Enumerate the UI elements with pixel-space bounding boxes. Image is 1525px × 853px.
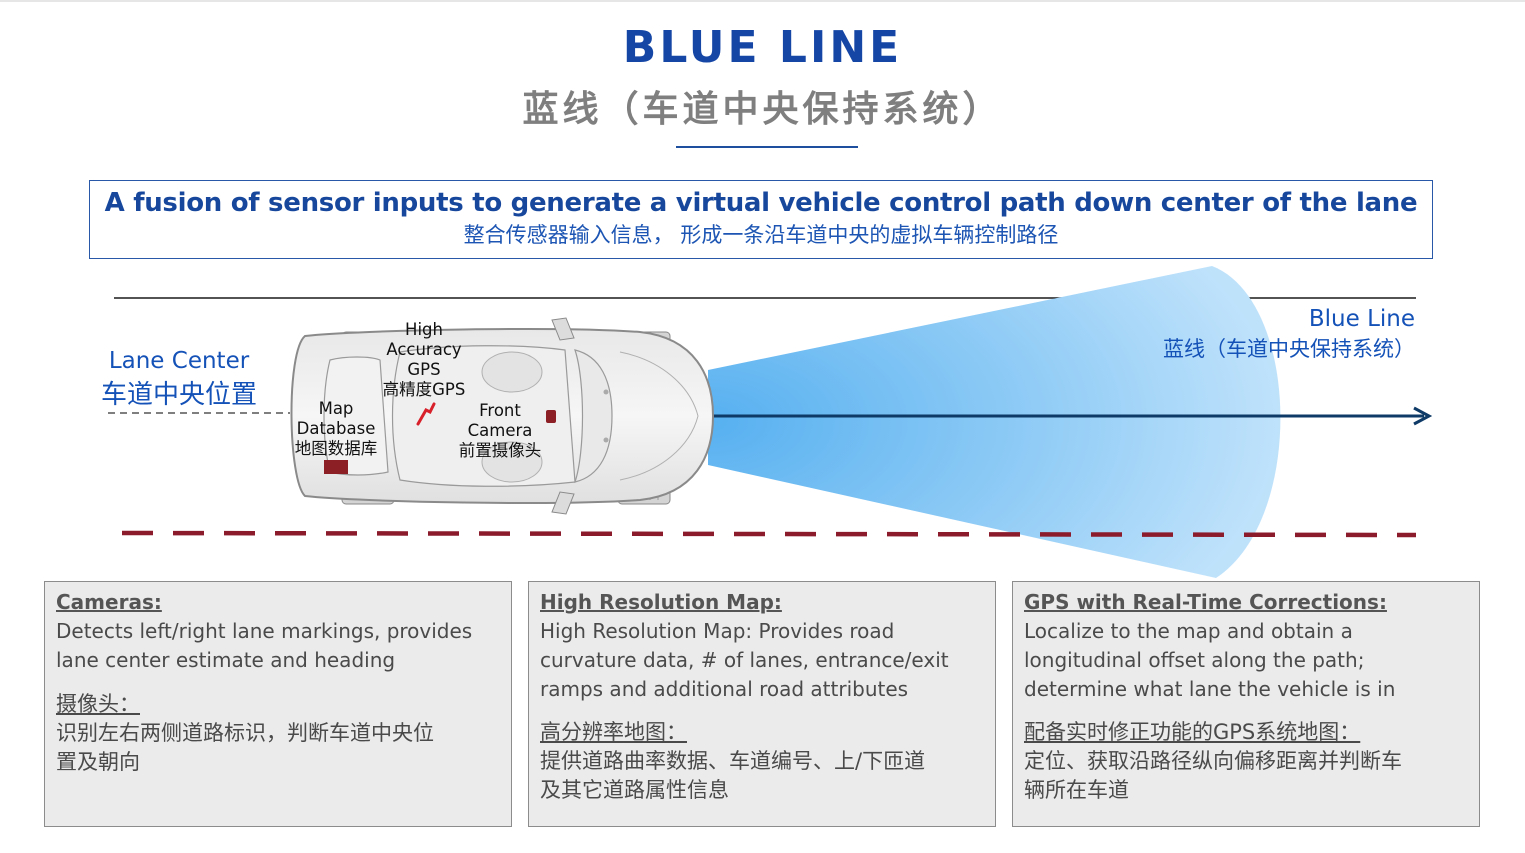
box-heading: High Resolution Map: (540, 590, 782, 614)
box-body-line: lane center estimate and heading (56, 648, 396, 672)
map-database-chip-icon (324, 460, 348, 474)
box-body-cn-line: 定位、获取沿路径纵向偏移距离并判断车 (1024, 749, 1402, 773)
box-body-cn-line: 提供道路曲率数据、车道编号、上/下匝道 (540, 749, 926, 773)
front-camera-label: Front Camera 前置摄像头 (458, 401, 542, 460)
page-subtitle: 蓝线（车道中央保持系统） (522, 89, 1003, 130)
page-title: BLUE LINE (622, 22, 903, 73)
box-heading: GPS with Real-Time Corrections: (1024, 590, 1387, 614)
hd-map-info-box: High Resolution Map: High Resolution Map… (528, 581, 996, 827)
lane-center-label: Lane Center (108, 348, 250, 374)
gps-label: High Accuracy GPS 高精度GPS (382, 320, 466, 399)
box-heading-cn: 摄像头： (56, 692, 140, 716)
box-body-cn-line: 辆所在车道 (1024, 778, 1129, 802)
gps-info-box: GPS with Real-Time Corrections: Localize… (1012, 581, 1480, 827)
cameras-info-box: Cameras: Detects left/right lane marking… (44, 581, 512, 827)
summary-banner: A fusion of sensor inputs to generate a … (89, 180, 1433, 259)
camera-field-of-view (708, 266, 1281, 578)
gps-antenna-icon (416, 402, 436, 426)
blue-line-label-cn: 蓝线（车道中央保持系统） (1163, 337, 1415, 361)
banner-chinese: 整合传感器输入信息， 形成一条沿车道中央的虚拟车辆控制路径 (463, 223, 1059, 247)
box-body-line: curvature data, # of lanes, entrance/exi… (540, 648, 949, 672)
lane-center-label-cn: 车道中央位置 (100, 380, 257, 410)
box-body-line: Localize to the map and obtain a (1024, 619, 1353, 643)
arrow-head-icon (1413, 406, 1433, 426)
banner-english: A fusion of sensor inputs to generate a … (104, 188, 1418, 218)
map-database-label: Map Database 地图数据库 (294, 399, 378, 458)
box-heading: Cameras: (56, 590, 162, 614)
box-body-line: Detects left/right lane markings, provid… (56, 619, 473, 643)
box-body-line: High Resolution Map: Provides road (540, 619, 895, 643)
box-body-line: ramps and additional road attributes (540, 677, 909, 701)
box-body-cn-line: 识别左右两侧道路标识，判断车道中央位 (56, 721, 434, 745)
blue-line-label: Blue Line (1308, 306, 1415, 332)
lower-lane-marking (121, 530, 1417, 538)
box-body-cn-line: 及其它道路属性信息 (540, 778, 729, 802)
title-underline (676, 146, 858, 148)
box-body-line: longitudinal offset along the path; (1024, 648, 1365, 672)
top-rule (0, 0, 1525, 2)
box-heading-cn: 配备实时修正功能的GPS系统地图： (1024, 720, 1361, 744)
front-camera-icon (546, 410, 556, 423)
box-body-line: determine what lane the vehicle is in (1024, 677, 1396, 701)
box-heading-cn: 高分辨率地图： (540, 720, 687, 744)
box-body-cn-line: 置及朝向 (56, 750, 140, 774)
car-top-view-icon (290, 317, 715, 515)
